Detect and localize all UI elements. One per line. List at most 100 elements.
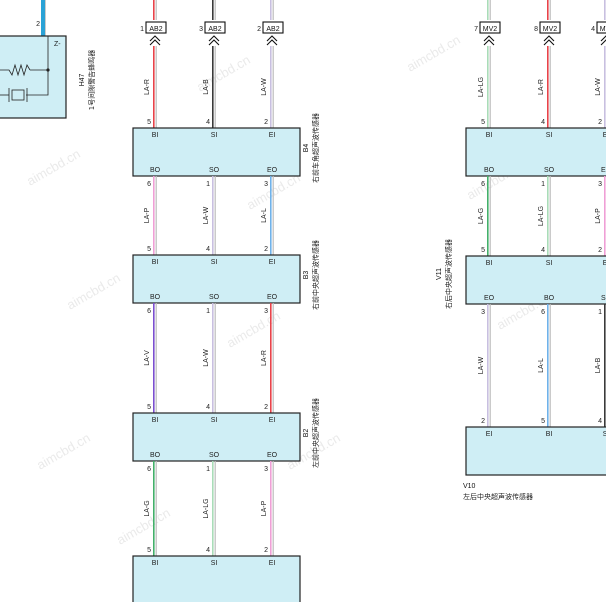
right-in-label-0-2: EI <box>603 132 606 139</box>
right-in-pin-0-0: 5 <box>481 119 485 126</box>
right-out-pin-1-0: 3 <box>481 309 485 316</box>
buzzer-box <box>0 35 67 119</box>
left-in-pin-3-2: 2 <box>264 547 268 554</box>
left-in-pin-2-0: 5 <box>147 404 151 411</box>
right-out-label-0-1: SO <box>544 167 555 174</box>
buzzer-feed-wire <box>41 0 45 36</box>
right-chevron-a-2 <box>600 35 606 42</box>
left-in-label-2-0: BI <box>152 417 159 424</box>
left-wire-label-3-2: LA-P <box>261 500 268 516</box>
right-wire-label-2-0: LA-W <box>478 356 485 374</box>
left-out-pin-1-0: 6 <box>147 308 151 315</box>
left-chevron-b-0 <box>149 39 161 46</box>
right-connector-box-1 <box>539 21 561 34</box>
left-sensor-code-1: B3 <box>303 271 310 280</box>
right-chevron-a-0 <box>483 35 495 42</box>
right-in-label-1-2: EI <box>603 260 606 267</box>
right-sensor-caption-2: 左后中央超声波传感器 <box>463 492 533 501</box>
left-connector-pin-0: 1 <box>140 26 144 33</box>
right-out-pin-0-2: 3 <box>598 181 602 188</box>
left-out-pin-2-1: 1 <box>206 466 210 473</box>
left-in-label-2-1: SI <box>211 417 218 424</box>
right-wire-label-1-2: LA-P <box>595 208 602 224</box>
left-connector-name-0: AB2 <box>149 26 162 33</box>
right-out-pin-0-0: 6 <box>481 181 485 188</box>
right-connector-box-0 <box>479 21 501 34</box>
watermark-2: aimcbd.cn <box>404 32 463 75</box>
left-in-label-2-2: EI <box>269 417 276 424</box>
right-in-pin-1-1: 4 <box>541 247 545 254</box>
right-in-label-2-0: EI <box>486 431 493 438</box>
left-connector-box-2 <box>262 21 284 34</box>
right-out-pin-0-1: 1 <box>541 181 545 188</box>
left-connector-box-0 <box>145 21 167 34</box>
left-chevron-a-0 <box>149 35 161 42</box>
right-wire-label-2-1: LA-L <box>538 358 545 373</box>
right-out-label-0-0: BO <box>484 167 495 174</box>
left-in-label-3-0: BI <box>152 560 159 567</box>
left-wire-label-2-1: LA-W <box>203 349 210 367</box>
right-out-label-1-1: BO <box>544 295 555 302</box>
left-in-label-3-2: EI <box>269 560 276 567</box>
left-in-pin-2-1: 4 <box>206 404 210 411</box>
left-in-pin-2-2: 2 <box>264 404 268 411</box>
right-chevron-b-0 <box>483 39 495 46</box>
buzzer-pin-label: 2 <box>36 21 40 28</box>
right-out-label-1-0: EO <box>484 295 495 302</box>
watermark-6: aimcbd.cn <box>34 430 93 473</box>
left-connector-pin-1: 3 <box>199 26 203 33</box>
left-in-pin-1-1: 4 <box>206 246 210 253</box>
buzzer-line-2 <box>26 70 49 96</box>
left-out-pin-1-1: 1 <box>206 308 210 315</box>
left-in-pin-1-2: 2 <box>264 246 268 253</box>
left-in-pin-3-1: 4 <box>206 547 210 554</box>
right-connector-pin-1: 8 <box>534 26 538 33</box>
right-in-pin-2-0: 2 <box>481 418 485 425</box>
left-wire-label-0-1: LA-B <box>203 79 210 95</box>
left-out-label-2-0: BO <box>150 452 161 459</box>
left-sensor-caption-0: 右前车角超声波传感器 <box>311 113 320 183</box>
right-chevron-b-2 <box>600 39 606 46</box>
right-sensor-box-1 <box>465 255 606 305</box>
left-out-pin-2-0: 6 <box>147 466 151 473</box>
left-wire-label-0-0: LA-R <box>144 79 151 95</box>
left-chevron-b-1 <box>208 39 220 46</box>
right-in-label-0-1: SI <box>546 132 553 139</box>
right-connector-box-2 <box>596 21 606 34</box>
right-out-pin-1-1: 6 <box>541 309 545 316</box>
buzzer-z-label: Z- <box>54 41 61 48</box>
right-chevron-b-1 <box>543 39 555 46</box>
left-out-label-1-2: EO <box>267 294 278 301</box>
buzzer-caption-text: 1号间隙警告蜂鸣器 <box>87 50 96 110</box>
left-sensor-box-0 <box>132 127 301 177</box>
left-connector-box-1 <box>204 21 226 34</box>
left-wire-label-2-2: LA-R <box>261 350 268 366</box>
left-out-label-2-1: SO <box>209 452 220 459</box>
right-wire-label-1-1: LA-LG <box>538 206 545 226</box>
right-in-label-1-1: SI <box>546 260 553 267</box>
left-in-pin-1-0: 5 <box>147 246 151 253</box>
right-connector-pin-2: 4 <box>591 26 595 33</box>
right-in-pin-2-2: 4 <box>598 418 602 425</box>
watermark-7: aimcbd.cn <box>224 308 283 351</box>
right-in-pin-1-0: 5 <box>481 247 485 254</box>
right-sensor-box-2 <box>465 426 606 476</box>
left-out-pin-0-1: 1 <box>206 181 210 188</box>
left-out-pin-0-0: 6 <box>147 181 151 188</box>
left-out-label-1-1: SO <box>209 294 220 301</box>
right-connector-name-2: MV2 <box>600 26 606 33</box>
right-connector-name-1: MV2 <box>543 26 558 33</box>
left-sensor-caption-1: 右前中央超声波传感器 <box>311 240 320 310</box>
right-in-pin-0-2: 2 <box>598 119 602 126</box>
right-wire-label-2-2: LA-B <box>595 357 602 373</box>
right-out-label-0-2: EO <box>601 167 606 174</box>
left-wire-label-1-2: LA-L <box>261 208 268 223</box>
left-wire-label-1-0: LA-P <box>144 207 151 223</box>
right-chevron-a-1 <box>543 35 555 42</box>
left-connector-name-2: AB2 <box>266 26 279 33</box>
left-connector-pin-2: 2 <box>257 26 261 33</box>
left-chevron-a-2 <box>266 35 278 42</box>
left-out-label-2-2: EO <box>267 452 278 459</box>
